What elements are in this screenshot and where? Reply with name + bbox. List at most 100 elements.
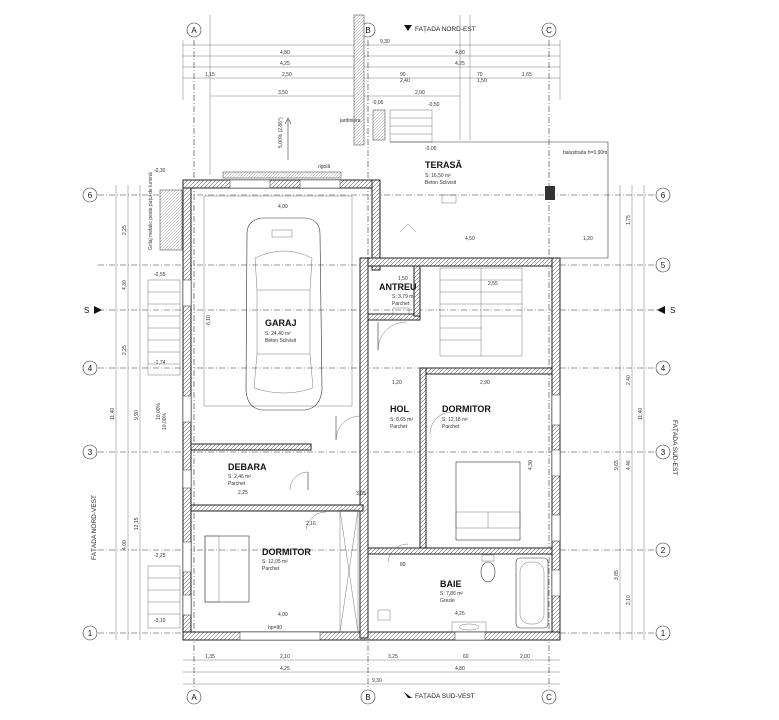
svg-text:1,20: 1,20 [583, 236, 593, 242]
toilet [480, 561, 496, 583]
gutter [222, 171, 342, 179]
bathtub [515, 557, 549, 629]
axis-6-left: 6 [88, 191, 93, 200]
svg-text:1,65: 1,65 [522, 72, 532, 78]
room-dormitor1-area: S: 12,18 m² [442, 417, 468, 423]
svg-text:2,25: 2,25 [122, 345, 128, 355]
svg-text:10,00%: 10,00% [156, 402, 162, 420]
hol: HOL S: 8,65 m² Parchet 1,20 3,05 [339, 380, 413, 633]
room-debara-area: S: 2,46 m² [228, 474, 251, 480]
svg-text:1,50: 1,50 [477, 78, 487, 84]
svg-text:4,25: 4,25 [280, 666, 290, 672]
section-arrow-left-icon [94, 306, 102, 314]
svg-text:80: 80 [400, 562, 406, 568]
svg-text:2,90: 2,90 [480, 380, 490, 386]
svg-text:2,40: 2,40 [400, 78, 410, 84]
axis-4-right: 4 [661, 364, 666, 373]
svg-text:4,00: 4,00 [278, 612, 288, 618]
room-dormitor2-name: DORMITOR [262, 547, 311, 557]
room-antreu-area: S: 3,79 m² [392, 294, 415, 300]
room-hol-floor: Parchet [390, 424, 408, 430]
room-hol-name: HOL [390, 404, 410, 414]
svg-text:2,50: 2,50 [282, 72, 292, 78]
interior-walls [190, 265, 553, 555]
svg-text:4,00: 4,00 [278, 204, 288, 210]
svg-text:-0,55: -0,55 [154, 272, 166, 278]
svg-text:2,16: 2,16 [306, 521, 316, 527]
svg-text:2,10: 2,10 [626, 595, 632, 605]
svg-text:10,00%: 10,00% [162, 412, 168, 430]
facade-north-west: FAȚADA NORD-VEST [91, 495, 98, 560]
facade-arrow-sw-icon [404, 692, 412, 698]
svg-text:2,25: 2,25 [122, 225, 128, 235]
section-s-left: S [84, 306, 89, 315]
svg-text:-0,05: -0,05 [425, 146, 437, 152]
svg-text:4,80: 4,80 [280, 50, 290, 56]
room-debara-name: DEBARA [228, 462, 267, 472]
antreu: ANTREU S: 3,79 m² Parchet 1,50 [377, 276, 417, 351]
svg-text:1,75: 1,75 [626, 215, 632, 225]
retaining-wall [353, 14, 365, 146]
debara: DEBARA S: 2,46 m² Parchet 2,25 [228, 462, 309, 496]
svg-text:3,25: 3,25 [388, 654, 398, 660]
room-baie-floor: Gresie [440, 598, 455, 604]
svg-text:4,30: 4,30 [122, 280, 128, 290]
staircase: 2,55 [439, 267, 523, 357]
room-baie-name: BAIE [440, 579, 462, 589]
axis-4-left: 4 [88, 364, 93, 373]
svg-text:12,15: 12,15 [134, 517, 140, 530]
svg-text:-0,50: -0,50 [428, 102, 440, 108]
axis-5-right: 5 [661, 261, 666, 270]
svg-text:2,00: 2,00 [415, 90, 425, 96]
room-dormitor1-name: DORMITOR [442, 404, 491, 414]
axis-b-bottom: B [365, 693, 370, 702]
room-dormitor1-floor: Parchet [442, 424, 460, 430]
room-antreu-floor: Parchet [392, 301, 410, 307]
svg-text:9,30: 9,30 [372, 678, 382, 684]
facade-arrow-ne-icon [404, 25, 412, 31]
terrace: TERASĂ S: 16,50 m² Beton Sclivisit balus… [390, 141, 609, 259]
facade-labels: FAȚADA NORD-EST FAȚADA SUD-VEST FAȚADA N… [91, 25, 678, 700]
svg-text:-3,10: -3,10 [154, 618, 166, 624]
facade-south-east: FAȚADA SUD-EST [671, 420, 678, 475]
axis-a-bottom: A [191, 693, 197, 702]
room-terasa-floor: Beton Sclivisit [425, 180, 457, 186]
car-outline [245, 217, 323, 411]
svg-text:hp=90: hp=90 [268, 625, 282, 631]
svg-text:11,40: 11,40 [638, 408, 644, 420]
bed-2 [204, 535, 250, 603]
svg-text:4,46: 4,46 [626, 460, 632, 470]
room-debara-floor: Parchet [228, 481, 246, 487]
svg-text:9,30: 9,30 [380, 39, 390, 45]
axis-3-left: 3 [88, 448, 93, 457]
svg-text:3,50: 3,50 [278, 90, 288, 96]
svg-text:1,50: 1,50 [398, 276, 408, 282]
axis-1-left: 1 [88, 629, 93, 638]
left-exterior: Grilaj metalic peste puțul de lumină 10,… [147, 168, 183, 629]
svg-text:3,05: 3,05 [356, 491, 366, 497]
axis-bubble-c-top [541, 22, 557, 38]
room-garaj-floor: Beton Sclivisit [265, 338, 297, 344]
svg-text:1,20: 1,20 [392, 380, 402, 386]
note-slope-top: 5,00% (2,86°) [278, 117, 284, 148]
svg-text:4,50: 4,50 [465, 236, 475, 242]
svg-text:-2,25: -2,25 [154, 553, 166, 559]
facade-south-west: FAȚADA SUD-VEST [415, 693, 475, 700]
section-s-right: S [670, 306, 675, 315]
svg-text:70: 70 [477, 72, 483, 78]
axis-b-top: B [365, 26, 370, 35]
dormitor-2: DORMITOR S: 12,05 m² Parchet 4,00 2,16 [204, 511, 327, 618]
room-dormitor2-area: S: 12,05 m² [262, 559, 288, 565]
room-dormitor2-floor: Parchet [262, 566, 280, 572]
svg-text:4,25: 4,25 [280, 61, 290, 67]
axis-2-right: 2 [661, 546, 666, 555]
sink [451, 621, 487, 633]
axis-c-bottom: C [546, 693, 552, 702]
room-garaj-name: GARAJ [265, 318, 297, 328]
windows [182, 179, 561, 641]
axis-bubble-b-bottom [360, 689, 376, 705]
svg-text:3,85: 3,85 [614, 570, 620, 580]
svg-text:1,35: 1,35 [205, 654, 215, 660]
